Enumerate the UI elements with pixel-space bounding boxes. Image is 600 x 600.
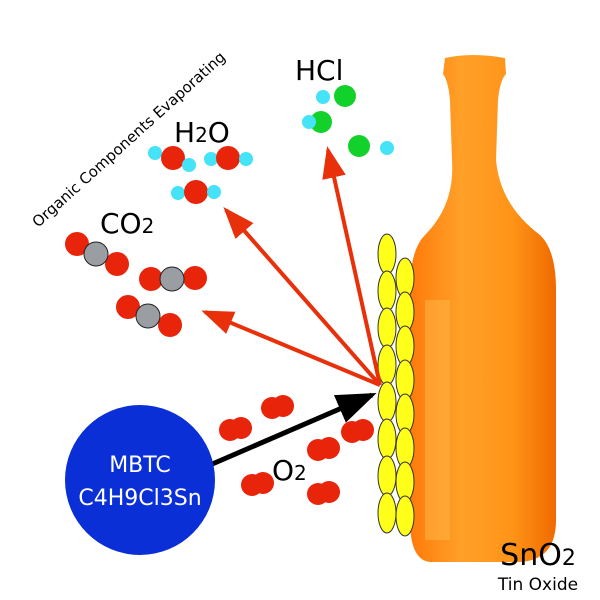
oxygen-atom bbox=[216, 146, 240, 170]
oxygen-atom bbox=[116, 295, 140, 319]
hydrogen-atom bbox=[380, 141, 394, 155]
hydrogen-atom bbox=[207, 185, 221, 199]
tin-oxide-particle bbox=[377, 492, 397, 534]
arrow-to-hcl bbox=[322, 146, 382, 386]
hydrogen-atom bbox=[204, 152, 218, 166]
carbon-atom bbox=[83, 241, 109, 267]
bottle-highlight bbox=[425, 300, 450, 540]
co2-label: CO2 bbox=[100, 207, 154, 240]
arrow-to-h2o bbox=[223, 206, 382, 387]
oxygen-atom bbox=[158, 313, 182, 337]
oxygen-atom bbox=[139, 267, 163, 291]
tin-oxide-particle bbox=[377, 418, 397, 460]
hydrogen-atom bbox=[171, 186, 185, 200]
oxygen-atom bbox=[161, 146, 185, 170]
carbon-atom bbox=[135, 303, 161, 329]
oxygen-atom bbox=[65, 232, 89, 256]
arrow-to-co2 bbox=[201, 310, 381, 387]
tin-oxide-particle bbox=[377, 307, 397, 349]
tin-oxide-particle bbox=[377, 381, 397, 423]
oxygen-atom bbox=[252, 472, 274, 494]
h2o-label: H2O bbox=[174, 116, 230, 149]
chlorine-atom bbox=[348, 135, 370, 157]
hydrogen-atom bbox=[182, 158, 196, 172]
chlorine-atom bbox=[334, 85, 356, 107]
oxygen-atom bbox=[318, 481, 340, 503]
hcl-label: HCl bbox=[295, 54, 343, 87]
oxygen-atom bbox=[183, 266, 207, 290]
molecules bbox=[65, 85, 394, 505]
mbtc-name: MBTC bbox=[109, 453, 171, 478]
sno2-label: SnO2 bbox=[500, 538, 576, 573]
hydrogen-atom bbox=[302, 115, 316, 129]
chlorine-atom bbox=[310, 111, 332, 133]
oxygen-atom bbox=[184, 180, 208, 204]
tin-oxide-layer bbox=[377, 233, 415, 537]
tin-oxide-particle bbox=[395, 495, 415, 537]
tin-oxide-particle bbox=[377, 233, 397, 275]
oxygen-atom bbox=[318, 437, 340, 459]
hydrogen-atom bbox=[148, 146, 162, 160]
oxygen-atom bbox=[352, 419, 374, 441]
hydrogen-atom bbox=[316, 90, 330, 104]
mbtc-formula: C4H9Cl3Sn bbox=[78, 486, 201, 511]
oxygen-atom bbox=[272, 395, 294, 417]
tin-oxide-label: Tin Oxide bbox=[497, 575, 578, 595]
oxygen-atom bbox=[105, 252, 129, 276]
tin-oxide-particle bbox=[377, 270, 397, 312]
tin-oxide-particle bbox=[377, 455, 397, 497]
oxygen-atom bbox=[230, 417, 252, 439]
carbon-atom bbox=[159, 266, 185, 292]
arrow-mbtc-to-glass bbox=[209, 392, 377, 468]
hydrogen-atom bbox=[239, 152, 253, 166]
mbtc-circle bbox=[65, 405, 215, 555]
o2-label: O2 bbox=[272, 454, 307, 487]
